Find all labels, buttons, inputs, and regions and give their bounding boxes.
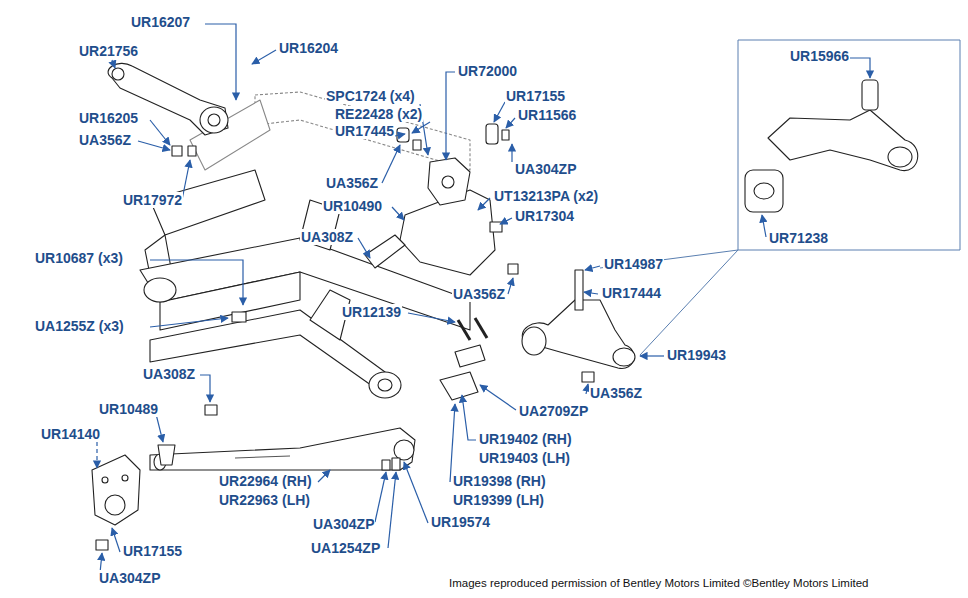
part-number: UR16207 xyxy=(130,14,191,30)
part-number: UA304ZP xyxy=(312,516,375,532)
part-number: RE22428 (x2) xyxy=(334,106,423,122)
part-number: UR16204 xyxy=(278,40,339,56)
part-number: UR22964 (RH) xyxy=(218,473,313,489)
part-number: UR15966 xyxy=(789,48,850,64)
part-number: UA356Z xyxy=(78,132,132,148)
part-number: UR10489 xyxy=(98,401,159,417)
part-number: UA356Z xyxy=(589,385,643,401)
part-number: UA1254ZP xyxy=(310,540,381,556)
part-number: UR10687 (x3) xyxy=(34,250,124,266)
part-number: SPC1724 (x4) xyxy=(325,88,416,104)
part-number: UR72000 xyxy=(457,63,518,79)
part-number: UR19398 (RH) xyxy=(452,473,547,489)
part-number: UR17155 xyxy=(122,543,183,559)
part-number: UR14140 xyxy=(40,426,101,442)
part-number: UA2709ZP xyxy=(518,403,589,419)
part-number: UR10490 xyxy=(322,198,383,214)
part-number: UA356Z xyxy=(452,286,506,302)
part-number: UR19574 xyxy=(430,514,491,530)
part-number: UA356Z xyxy=(325,175,379,191)
part-number: UR17304 xyxy=(514,208,575,224)
part-number: UR19402 (RH) xyxy=(478,431,573,447)
part-number: UR17972 xyxy=(122,192,183,208)
part-number: UR11566 xyxy=(517,107,577,123)
part-number: UR19399 (LH) xyxy=(452,492,545,508)
part-number: UR17444 xyxy=(601,285,662,301)
part-number: UR17445 xyxy=(334,123,395,139)
part-number: UR19403 (LH) xyxy=(478,450,571,466)
part-number: UR17155 xyxy=(505,88,566,104)
part-number: UA308Z xyxy=(300,229,354,245)
part-number: UT13213PA (x2) xyxy=(493,188,599,204)
part-number: UA304ZP xyxy=(514,161,577,177)
part-number: UR21756 xyxy=(78,43,139,59)
part-number: UA304ZP xyxy=(98,570,161,586)
credit-note: Images reproduced permission of Bentley … xyxy=(448,575,869,591)
part-number: UA1255Z (x3) xyxy=(34,318,125,334)
part-number: UR22963 (LH) xyxy=(218,492,311,508)
part-number: UR12139 xyxy=(341,304,402,320)
part-number: UR16205 xyxy=(78,110,139,126)
part-number: UR19943 xyxy=(666,347,727,363)
part-number: UR14987 xyxy=(603,256,664,272)
part-number: UA308Z xyxy=(142,366,196,382)
part-number: UR71238 xyxy=(768,230,829,246)
